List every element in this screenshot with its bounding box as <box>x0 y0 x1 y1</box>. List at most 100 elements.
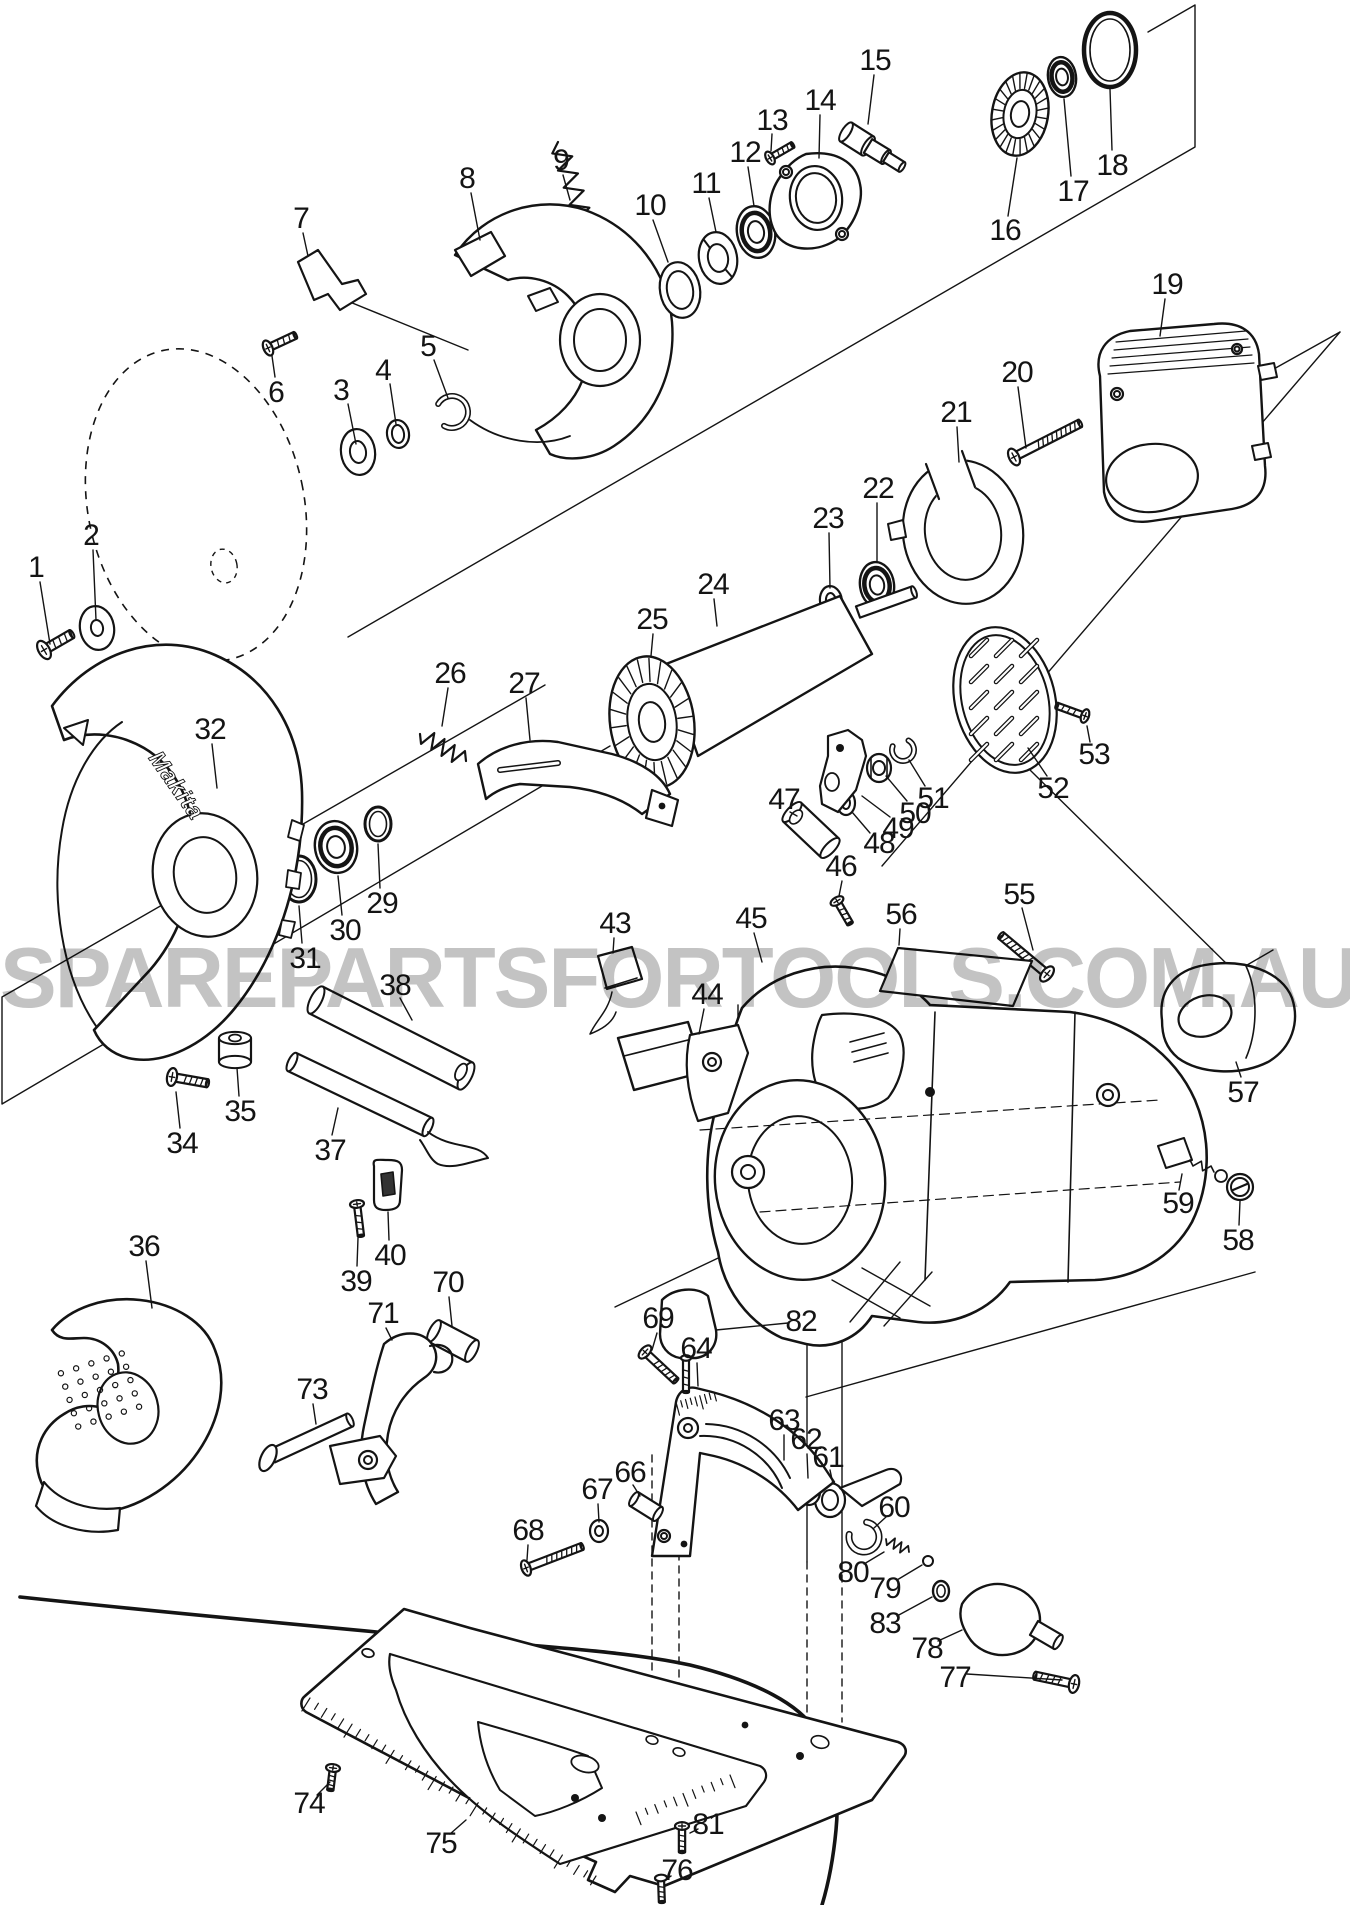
part-stator-19-lam-2 <box>1113 338 1249 351</box>
part-rod-37-cord <box>419 1131 489 1168</box>
part-plate-75-hole-b <box>571 1794 579 1802</box>
part-lock-lever-27 <box>476 739 672 816</box>
part-label-36: 36 <box>128 1230 160 1263</box>
part-plate-75-hole-i <box>741 1721 749 1729</box>
part-hex-bolt-55 <box>997 931 1056 983</box>
part-label-13: 13 <box>756 104 788 137</box>
part-label-25: 25 <box>636 603 668 636</box>
part-label-52: 52 <box>1037 772 1069 805</box>
part-label-68: 68 <box>512 1514 544 1547</box>
part-label-26: 26 <box>434 657 466 690</box>
part-label-44: 44 <box>691 978 723 1011</box>
part-ring-10 <box>658 261 702 319</box>
part-label-14: 14 <box>804 84 836 117</box>
part-label-7: 7 <box>293 202 309 235</box>
part-spring-80 <box>885 1537 910 1554</box>
part-brush-59-spring <box>1189 1159 1215 1173</box>
part-stator-19-hole-b <box>1230 342 1244 356</box>
part-label-3: 3 <box>333 374 349 407</box>
part-plate-75-ruler <box>301 1697 597 1886</box>
part-label-10: 10 <box>634 189 666 222</box>
part-label-43: 43 <box>599 907 631 940</box>
part-stator-19-lam-5 <box>1107 362 1255 375</box>
part-label-58: 58 <box>1222 1224 1254 1257</box>
part-plate-75-ruler-2 <box>635 1774 736 1826</box>
part-label-76: 76 <box>661 1854 693 1887</box>
part-label-17: 17 <box>1057 175 1089 208</box>
part-rod-37 <box>285 1051 435 1138</box>
part-blade-arbor-dashed <box>210 548 238 584</box>
part-handle-36-flap <box>34 1480 122 1533</box>
part-label-11: 11 <box>691 167 720 200</box>
part-stator-19-tab-a <box>1257 362 1278 381</box>
part-blade-guard-8-rib <box>469 419 571 443</box>
part-latch-lever-7 <box>296 248 368 312</box>
part-screw-6 <box>261 330 299 357</box>
part-bearing-box-14-hole-b <box>834 226 850 242</box>
part-stator-19-lam-1 <box>1115 330 1247 343</box>
part-label-24: 24 <box>697 568 729 601</box>
part-handle-36-hole <box>96 1371 160 1445</box>
part-housing-45-boss-b <box>1095 1082 1121 1108</box>
part-label-6: 6 <box>268 376 284 409</box>
part-lever-71-hook <box>428 1343 454 1374</box>
part-cap-57-opening <box>1177 994 1233 1038</box>
labels-layer: 1234567891011121314151617181920212223242… <box>28 44 1260 1887</box>
part-housing-45-front-hole <box>701 1051 723 1073</box>
part-brush-59-tip <box>1214 1169 1228 1183</box>
part-bearing-12 <box>735 204 777 260</box>
part-label-35: 35 <box>224 1095 256 1128</box>
part-housing-45-centerline <box>699 1099 1161 1131</box>
part-cover-32-tooth-c <box>278 919 296 939</box>
part-label-81: 81 <box>692 1808 724 1841</box>
part-knob-78 <box>959 1582 1042 1657</box>
part-housing-45-lattice-1 <box>831 1279 901 1319</box>
part-plate-75-hole-h <box>810 1734 830 1750</box>
part-hex-bolt-1 <box>35 629 76 661</box>
part-roller-70 <box>426 1319 480 1363</box>
part-housing-45-centerline-2 <box>759 1181 1181 1213</box>
part-fan-25 <box>608 655 696 789</box>
part-spacer-35-hole <box>228 1033 242 1043</box>
part-label-62: 62 <box>790 1423 822 1456</box>
part-label-34: 34 <box>166 1127 198 1160</box>
leader-lines <box>39 74 1242 1881</box>
part-o-ring-83 <box>931 1579 951 1603</box>
part-plate-75-hump <box>477 1721 603 1817</box>
part-label-55: 55 <box>1003 878 1035 911</box>
part-label-78: 78 <box>911 1632 943 1665</box>
part-quadrant-64-hole-b <box>680 1540 688 1548</box>
part-plate-75-hole-c <box>598 1814 606 1822</box>
part-label-77: 77 <box>939 1661 971 1694</box>
part-label-16: 16 <box>989 214 1021 247</box>
part-plate-75-hole-d <box>570 1754 600 1774</box>
part-spacer-35 <box>217 1030 253 1070</box>
part-stator-19-bore <box>1105 442 1199 514</box>
part-label-49: 49 <box>882 812 914 845</box>
part-label-20: 20 <box>1001 356 1033 389</box>
part-cap-58-slot <box>1231 1182 1249 1192</box>
part-retainer-21-gap-edge-b <box>960 449 977 489</box>
part-label-40: 40 <box>374 1239 406 1272</box>
part-housing-45-lattice-4 <box>883 1271 933 1327</box>
part-saw-blade-dashed <box>84 348 308 662</box>
part-label-18: 18 <box>1096 149 1128 182</box>
part-lever-27-slot-inner <box>498 761 560 772</box>
part-screw-69 <box>637 1344 680 1385</box>
part-gear-16 <box>990 71 1050 157</box>
part-label-5: 5 <box>420 330 436 363</box>
part-bearing-box-14-bore <box>788 165 844 231</box>
part-brush-43 <box>596 945 644 991</box>
part-blade-guard-8-hub <box>558 292 642 388</box>
part-grip-bar-38 <box>306 985 476 1091</box>
part-label-53: 53 <box>1078 738 1110 771</box>
part-retainer-21-gap-edge-a <box>924 462 941 501</box>
part-label-83: 83 <box>869 1607 901 1640</box>
part-screw-53 <box>1054 701 1091 724</box>
part-brush-43-wire <box>589 991 617 1035</box>
part-armature-24-shaft <box>854 585 918 619</box>
part-retainer-21-gap <box>925 450 976 500</box>
part-housing-45-rib-b <box>1067 1011 1076 1283</box>
part-label-8: 8 <box>459 162 475 195</box>
